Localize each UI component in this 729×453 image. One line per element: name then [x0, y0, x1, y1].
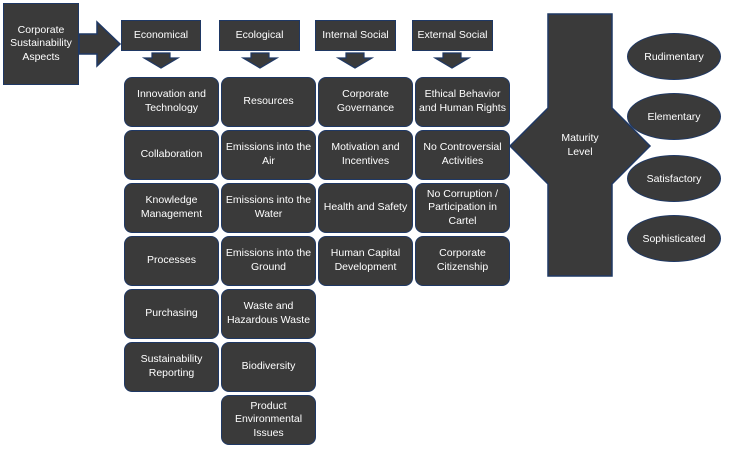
item-label: Emissions into the Ground: [225, 247, 312, 273]
maturity-oval-rudimentary: Rudimentary: [627, 33, 721, 80]
item-label: Waste and Hazardous Waste: [226, 300, 311, 326]
item-ethical-behavior-and-human-rights: Ethical Behavior and Human Rights: [415, 77, 510, 127]
item-corporate-citizenship: Corporate Citizenship: [415, 236, 510, 286]
item-waste-and-hazardous-waste: Waste and Hazardous Waste: [221, 289, 316, 339]
header-economical: Economical: [121, 20, 201, 51]
item-collaboration: Collaboration: [124, 130, 219, 180]
item-label: Emissions into the Water: [225, 194, 312, 220]
item-sustainability-reporting: Sustainability Reporting: [124, 342, 219, 392]
item-label: Motivation and Incentives: [331, 141, 400, 167]
maturity-oval-satisfactory: Satisfactory: [627, 155, 721, 202]
item-health-and-safety: Health and Safety: [318, 183, 413, 233]
item-human-capital-development: Human Capital Development: [318, 236, 413, 286]
header-internal-social-label: Internal Social: [322, 28, 389, 41]
item-label: No Corruption / Participation in Cartel: [426, 187, 499, 227]
item-label: Sustainability Reporting: [140, 353, 203, 379]
header-internal-social: Internal Social: [315, 20, 396, 51]
maturity-level-name: Elementary: [647, 110, 701, 123]
item-label: Processes: [146, 254, 197, 267]
item-label: Knowledge Management: [140, 194, 203, 220]
header-economical-label: Economical: [133, 28, 189, 41]
header-external-social: External Social: [412, 20, 493, 51]
item-knowledge-management: Knowledge Management: [124, 183, 219, 233]
item-no-controversial-activities: No Controversial Activities: [415, 130, 510, 180]
maturity-oval-sophisticated: Sophisticated: [627, 215, 721, 262]
item-label: Emissions into the Air: [225, 141, 312, 167]
item-motivation-and-incentives: Motivation and Incentives: [318, 130, 413, 180]
internal-social-down-arrow: [335, 52, 375, 69]
corporate-sustainability-aspects-box: Corporate Sustainability Aspects: [3, 3, 79, 85]
maturity-level-name: Satisfactory: [646, 172, 702, 185]
maturity-level-name: Rudimentary: [644, 50, 704, 63]
item-label: Collaboration: [140, 148, 203, 161]
aspects-arrow: [78, 20, 122, 68]
item-biodiversity: Biodiversity: [221, 342, 316, 392]
external-social-down-arrow: [432, 52, 472, 69]
item-no-corruption-participation-in-cartel: No Corruption / Participation in Cartel: [415, 183, 510, 233]
corporate-sustainability-aspects-label: Corporate Sustainability Aspects: [10, 23, 72, 63]
item-resources: Resources: [221, 77, 316, 127]
item-corporate-governance: Corporate Governance: [318, 77, 413, 127]
item-label: Purchasing: [145, 307, 198, 320]
item-emissions-into-the-water: Emissions into the Water: [221, 183, 316, 233]
item-label: Innovation and Technology: [137, 88, 206, 114]
economical-down-arrow: [141, 52, 181, 69]
item-label: Ethical Behavior and Human Rights: [419, 88, 506, 114]
header-ecological-label: Ecological: [235, 28, 284, 41]
maturity-level-label: Maturity Level: [561, 132, 599, 158]
item-label: Biodiversity: [241, 360, 296, 373]
item-label: Resources: [243, 95, 294, 108]
item-label: Human Capital Development: [330, 247, 401, 273]
item-emissions-into-the-air: Emissions into the Air: [221, 130, 316, 180]
item-purchasing: Purchasing: [124, 289, 219, 339]
item-label: Corporate Governance: [336, 88, 395, 114]
maturity-level-block: [508, 13, 652, 277]
item-emissions-into-the-ground: Emissions into the Ground: [221, 236, 316, 286]
ecological-down-arrow: [240, 52, 280, 69]
item-product-environmental-issues: Product Environmental Issues: [221, 395, 316, 445]
header-external-social-label: External Social: [417, 28, 488, 41]
maturity-level-name: Sophisticated: [642, 232, 706, 245]
item-label: No Controversial Activities: [423, 141, 502, 167]
item-label: Product Environmental Issues: [234, 399, 303, 439]
item-label: Health and Safety: [323, 201, 408, 214]
item-processes: Processes: [124, 236, 219, 286]
header-ecological: Ecological: [219, 20, 300, 51]
item-innovation-and-technology: Innovation and Technology: [124, 77, 219, 127]
maturity-oval-elementary: Elementary: [627, 93, 721, 140]
item-label: Corporate Citizenship: [436, 247, 489, 273]
